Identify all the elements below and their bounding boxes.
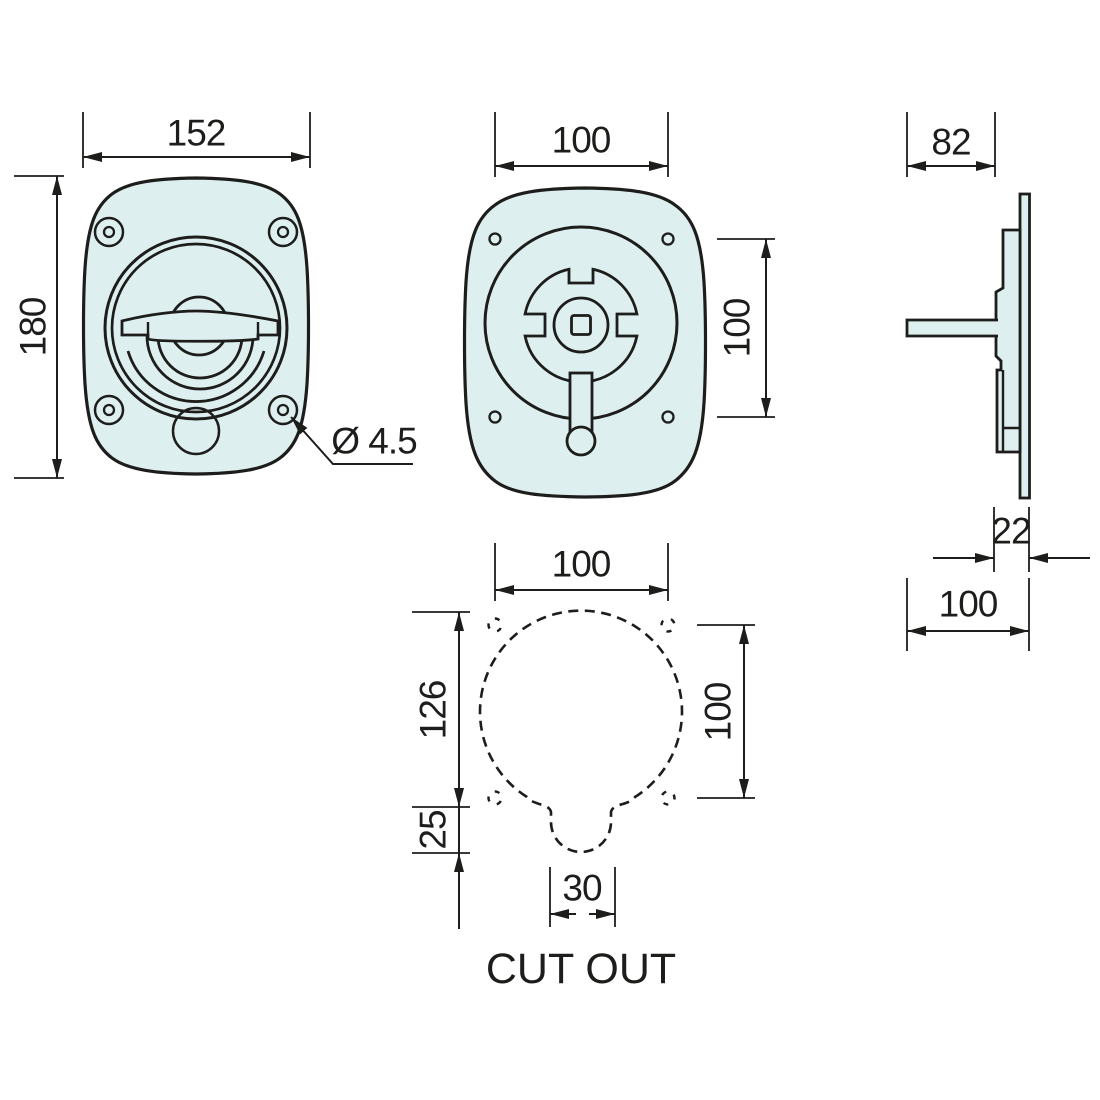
dim-cutout-pitch-100: 100 (697, 624, 755, 799)
front-view (81, 176, 311, 476)
recess-bezel-outer (103, 235, 289, 421)
dim-flange-22: 22 (933, 507, 1090, 572)
dim-cutout-width-100: 100 (494, 543, 669, 601)
cutout-view (478, 609, 684, 854)
cutout-outline (478, 609, 684, 854)
screw-hole-center (276, 403, 290, 417)
screw-hole (93, 394, 125, 426)
dim-hole-pitch-h: 100 (494, 112, 669, 177)
dimension-value: 100 (552, 544, 611, 585)
dim-screw-hole-dia: Ø 4.5 (290, 416, 418, 465)
housing-body (994, 228, 1022, 454)
back-view-dimensions: 100 100 (494, 112, 775, 418)
drill-mark (660, 790, 676, 806)
screw-hole (267, 394, 299, 426)
handle-bar (120, 309, 280, 343)
screw-hole (661, 410, 675, 424)
dimension-value: 100 (698, 682, 739, 741)
lock-cylinder-hole (171, 406, 221, 456)
flange-plate (1018, 192, 1031, 500)
drill-mark (487, 790, 503, 806)
dim-slot-30: 30 (549, 867, 616, 927)
dim-width-152: 152 (82, 112, 311, 168)
dimension-value: 100 (717, 298, 758, 357)
front-view-dimensions: 152 180 Ø 4.5 (13, 112, 418, 479)
dimension-value: 30 (562, 868, 602, 909)
cutout-dimensions: 100 126 25 100 30 CUT OUT (412, 543, 755, 993)
square-spindle-hole (570, 314, 592, 336)
finger-bowl-arc (126, 350, 266, 403)
cam-bar-end (565, 425, 597, 457)
screw-hole (93, 216, 125, 248)
dimension-value: Ø 4.5 (331, 421, 417, 462)
dim-depth-82: 82 (906, 112, 996, 177)
dimension-value: 126 (413, 681, 454, 740)
screw-hole (661, 232, 675, 246)
screw-hole (488, 410, 502, 424)
dim-cutout-126: 126 (412, 611, 470, 808)
screw-hole-center (102, 403, 116, 417)
recess-bezel-inner (110, 242, 282, 414)
dim-hole-pitch-v: 100 (717, 238, 775, 418)
screw-hole (267, 216, 299, 248)
drill-mark (660, 617, 676, 633)
cutout-caption: CUT OUT (486, 945, 676, 993)
side-view-dimensions: 82 22 100 (906, 112, 1090, 651)
screw-hole-center (102, 225, 116, 239)
side-view (905, 192, 1031, 500)
dimension-value: 82 (931, 122, 970, 163)
drill-mark (487, 617, 503, 633)
dimension-value: 180 (13, 297, 54, 356)
dim-height-180: 180 (13, 175, 64, 479)
screw-hole-center (276, 225, 290, 239)
dimension-value: 152 (167, 113, 226, 154)
dimension-value: 22 (991, 511, 1030, 552)
leader-line (290, 416, 413, 465)
dim-body-100: 100 (906, 578, 1030, 651)
housing-step-lines (1001, 370, 1020, 452)
cam-bar-side (905, 318, 998, 338)
dimension-value: 25 (413, 810, 454, 850)
dimension-value: 100 (939, 584, 998, 625)
dim-cutout-25: 25 (412, 807, 470, 929)
screw-hole (488, 232, 502, 246)
back-view (462, 186, 708, 499)
dimension-value: 100 (552, 120, 611, 161)
